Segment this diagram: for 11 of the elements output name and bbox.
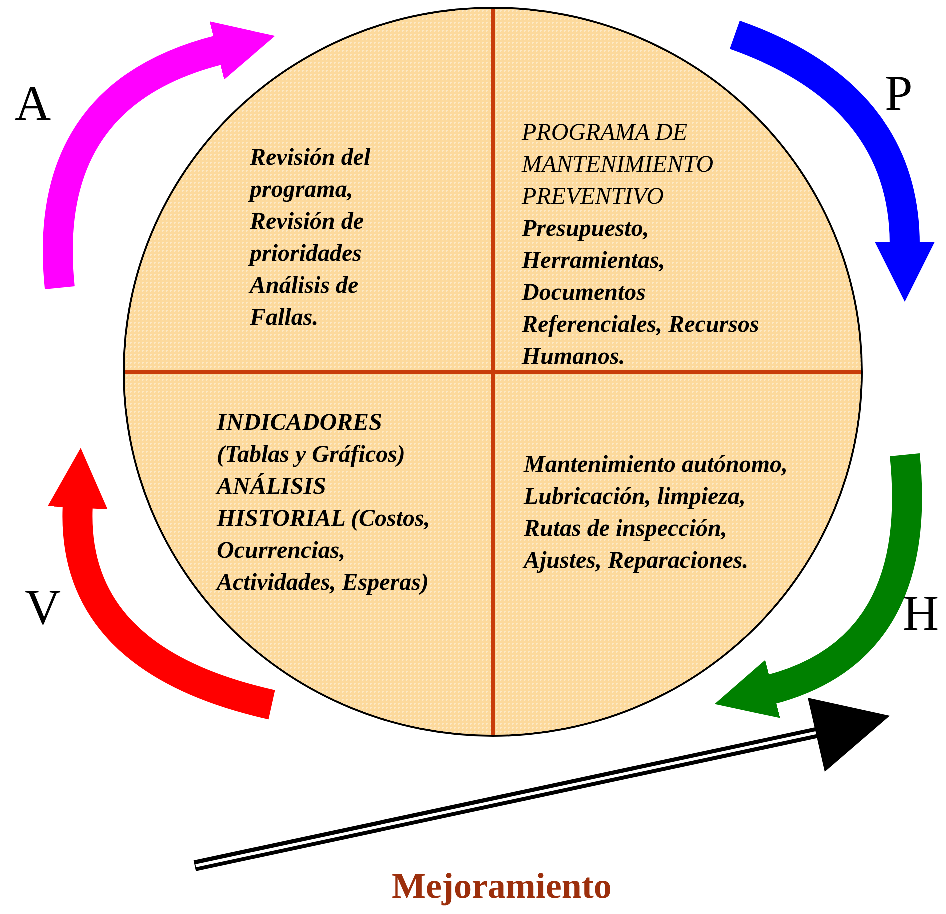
quadrant-text: INDICADORES (Tablas y Gráficos) <box>217 409 406 470</box>
quadrant-text: Revisión del programa, Revisión de prioridades Análisis de Fallas. <box>250 144 372 333</box>
phase-letter: H <box>903 588 940 638</box>
phase-letter: P <box>885 68 913 118</box>
phase-letter: A <box>15 78 52 128</box>
improvement-label: Mejoramiento <box>392 868 612 904</box>
quadrant-heading: PROGRAMA DE MANTENIMIENTO PREVENTIVO <box>522 119 715 212</box>
quadrant-text: ANÁLISIS HISTORIAL (Costos, Ocurrencias, Actividades, Esperas) <box>217 472 432 598</box>
quadrant-text: Presupuesto, Herramientas, Documentos Referenciales, Recursos Humanos. <box>522 215 760 372</box>
phase-letter: V <box>25 582 62 632</box>
quadrant-text: Mantenimiento autónomo, Lubricación, limpieza, Rutas de inspección, Ajustes, Reparaciones. <box>524 451 790 576</box>
